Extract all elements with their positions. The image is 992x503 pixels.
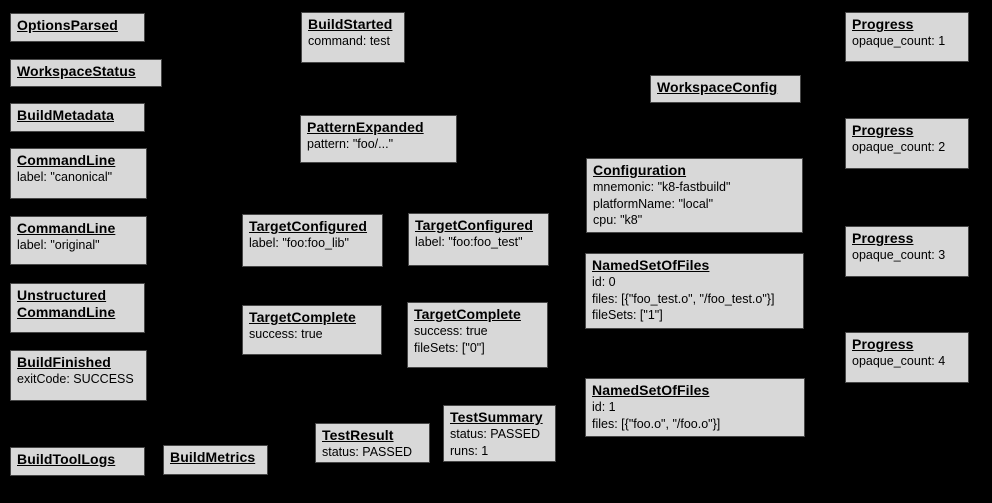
node-title: Progress	[852, 122, 914, 138]
node-attr: label: "foo:foo_test"	[415, 235, 523, 249]
node-title: BuildStarted	[308, 16, 393, 32]
node-attr: cpu: "k8"	[593, 213, 643, 227]
node-progress-1: Progress opaque_count: 1	[845, 12, 969, 62]
node-title: CommandLine	[17, 220, 116, 236]
node-title: Progress	[852, 16, 914, 32]
node-attr: label: "original"	[17, 238, 100, 252]
node-title: TargetComplete	[249, 309, 356, 325]
node-command-line-canonical: CommandLine label: "canonical"	[10, 148, 147, 199]
node-attr: exitCode: SUCCESS	[17, 372, 134, 386]
node-workspace-status: WorkspaceStatus	[10, 59, 162, 87]
node-attr: label: "foo:foo_lib"	[249, 236, 349, 250]
node-test-result: TestResult status: PASSED	[315, 423, 430, 463]
node-target-complete-test: TargetComplete success: true fileSets: […	[407, 302, 548, 368]
node-title: Progress	[852, 336, 914, 352]
node-build-metadata: BuildMetadata	[10, 103, 145, 132]
node-title: BuildFinished	[17, 354, 111, 370]
node-attr: opaque_count: 1	[852, 34, 946, 48]
node-named-set-of-files-0: NamedSetOfFiles id: 0 files: [{"foo_test…	[585, 253, 804, 329]
node-progress-3: Progress opaque_count: 3	[845, 226, 969, 277]
node-build-tool-logs: BuildToolLogs	[10, 447, 145, 476]
node-attr: files: [{"foo_test.o", "/foo_test.o"}]	[592, 291, 775, 306]
node-attr: runs: 1	[450, 443, 489, 458]
node-target-configured-test: TargetConfigured label: "foo:foo_test"	[408, 213, 549, 266]
node-title: BuildMetadata	[17, 107, 114, 123]
node-title: Progress	[852, 230, 914, 246]
node-attr: opaque_count: 4	[852, 354, 946, 368]
node-attr: fileSets: ["1"]	[592, 308, 663, 322]
node-attr: files: [{"foo.o", "/foo.o"}]	[592, 416, 721, 431]
node-build-started: BuildStarted command: test	[301, 12, 405, 63]
node-attr: platformName: "local"	[593, 196, 714, 211]
node-attr: opaque_count: 3	[852, 248, 946, 262]
node-test-summary: TestSummary status: PASSED runs: 1	[443, 405, 556, 462]
node-unstructured-command-line: Unstructured CommandLine	[10, 283, 145, 333]
node-title: TargetConfigured	[249, 218, 368, 234]
node-title: TestSummary	[450, 409, 543, 425]
node-title: TargetConfigured	[415, 217, 534, 233]
node-attr: success: true	[414, 324, 488, 338]
node-title: WorkspaceStatus	[17, 63, 136, 79]
node-attr: opaque_count: 2	[852, 140, 946, 154]
node-title: BuildMetrics	[170, 449, 256, 465]
node-attr: pattern: "foo/..."	[307, 137, 394, 151]
node-configuration: Configuration mnemonic: "k8-fastbuild" p…	[586, 158, 803, 233]
node-target-complete-lib: TargetComplete success: true	[242, 305, 382, 355]
node-title: Configuration	[593, 162, 687, 178]
node-workspace-config: WorkspaceConfig	[650, 75, 801, 103]
node-attr: status: PASSED	[322, 445, 413, 459]
node-target-configured-lib: TargetConfigured label: "foo:foo_lib"	[242, 214, 383, 267]
node-build-metrics: BuildMetrics	[163, 445, 268, 475]
node-title: OptionsParsed	[17, 17, 118, 33]
node-progress-4: Progress opaque_count: 4	[845, 332, 969, 383]
node-title: TargetComplete	[414, 306, 521, 322]
node-title: WorkspaceConfig	[657, 79, 778, 95]
node-attr: mnemonic: "k8-fastbuild"	[593, 180, 731, 194]
node-title: NamedSetOfFiles	[592, 382, 710, 398]
node-named-set-of-files-1: NamedSetOfFiles id: 1 files: [{"foo.o", …	[585, 378, 805, 437]
node-build-finished: BuildFinished exitCode: SUCCESS	[10, 350, 147, 401]
node-attr: success: true	[249, 327, 323, 341]
node-title: CommandLine	[17, 152, 116, 168]
node-title: Unstructured CommandLine	[17, 287, 116, 320]
node-title: BuildToolLogs	[17, 451, 116, 467]
node-title: PatternExpanded	[307, 119, 424, 135]
node-attr: status: PASSED	[450, 427, 541, 441]
node-attr: command: test	[308, 34, 390, 48]
node-attr: label: "canonical"	[17, 170, 113, 184]
node-attr: id: 0	[592, 275, 616, 289]
node-title: NamedSetOfFiles	[592, 257, 710, 273]
node-options-parsed: OptionsParsed	[10, 13, 145, 42]
node-attr: fileSets: ["0"]	[414, 340, 485, 355]
node-command-line-original: CommandLine label: "original"	[10, 216, 147, 265]
node-pattern-expanded: PatternExpanded pattern: "foo/..."	[300, 115, 457, 163]
node-attr: id: 1	[592, 400, 616, 414]
node-title: TestResult	[322, 427, 394, 443]
node-progress-2: Progress opaque_count: 2	[845, 118, 969, 169]
